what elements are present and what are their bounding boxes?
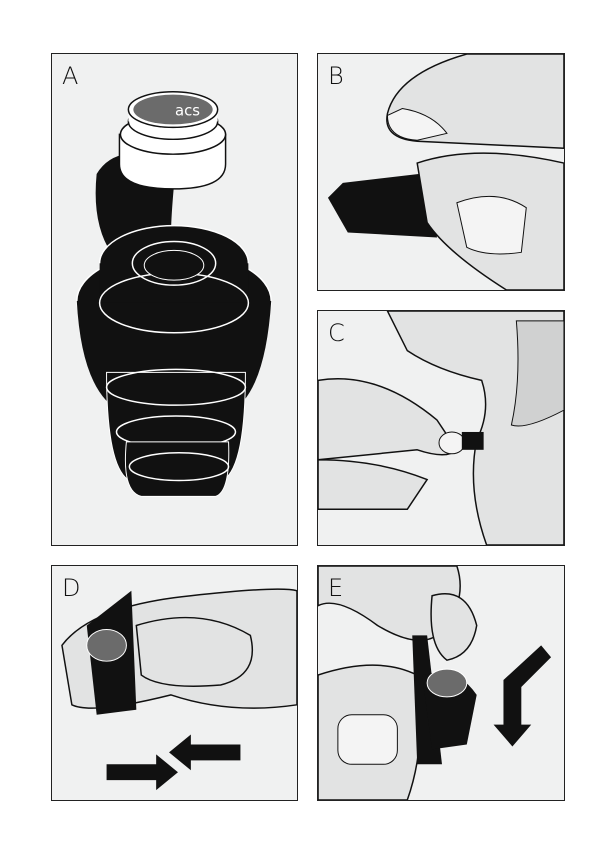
earplug-closeup-illustration: acs	[76, 90, 272, 497]
acs-logo	[426, 668, 468, 698]
arrow-left-icon	[169, 734, 241, 771]
acs-logo	[133, 94, 213, 125]
panel-d: D	[51, 565, 298, 801]
arrow-down-icon	[493, 645, 552, 747]
panel-label: A	[62, 62, 79, 90]
fingers-holding-earplug-illustration	[327, 54, 564, 290]
acs-logo	[86, 628, 127, 662]
panel-b: B	[317, 53, 565, 291]
compressing-earplug-illustration	[61, 588, 297, 791]
panel-label: C	[328, 319, 345, 347]
logo-text: acs	[175, 102, 200, 120]
panel-a: A acs	[51, 53, 298, 546]
panel-c: C	[317, 310, 565, 546]
panel-e: E	[317, 565, 565, 801]
pushing-earplug-illustration	[318, 566, 552, 800]
panel-label: E	[328, 574, 344, 602]
panel-label: D	[62, 574, 81, 602]
panel-label: B	[328, 62, 344, 90]
arrow-right-icon	[106, 754, 178, 791]
inserting-earplug-illustration	[318, 311, 564, 545]
